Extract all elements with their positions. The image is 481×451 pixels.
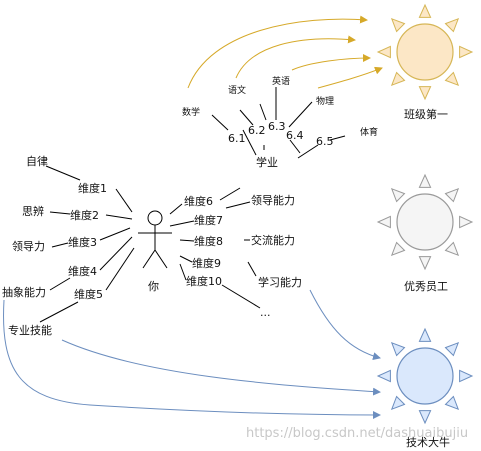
subject-chinese: 语文 — [228, 84, 246, 96]
sun-ray — [376, 45, 391, 59]
blue-arrows — [3, 289, 381, 419]
arrow-chinese-to-first — [235, 35, 356, 79]
outcome-top-of-class: 班级第一 — [404, 107, 448, 121]
left-traits: 自律 维度1 思辨 维度2 领导力 维度3 抽象能力 维度4 专业技能 维度5 — [2, 155, 107, 337]
trait-label-leadership: 领导力 — [12, 240, 45, 253]
trait-label-academics: 学业 — [256, 155, 278, 169]
sun-ray — [444, 17, 460, 33]
sun-ray — [418, 410, 432, 425]
sun-ray — [418, 173, 432, 188]
sun-ray — [390, 395, 406, 411]
trait-label-professional: 专业技能 — [8, 323, 52, 337]
subject-dim-6-3: 6.3 — [268, 120, 286, 133]
sun-ray — [444, 341, 460, 357]
subjects: 数学 6.1 语文 6.2 英语 6.3 物理 6.4 体育 6.5 — [182, 75, 378, 148]
sun-ray — [459, 45, 474, 59]
trait-dim-4: 维度4 — [68, 264, 97, 278]
sun-ray — [418, 256, 432, 271]
sun-disc — [396, 23, 454, 81]
subject-math: 数学 — [182, 106, 200, 118]
sun-ray — [444, 241, 460, 257]
sun-ray — [444, 395, 460, 411]
arrow-abstract-to-expert — [3, 299, 381, 419]
arrow-english-to-first — [291, 54, 371, 71]
sun-ray — [459, 369, 474, 383]
sun-ray — [444, 71, 460, 87]
sun-ray — [390, 187, 406, 203]
sun-icon-tech-expert — [376, 327, 474, 425]
outcome-outstanding-employee: 优秀员工 — [404, 280, 448, 293]
ellipsis: ... — [260, 306, 271, 319]
trait-label-learning: 学习能力 — [258, 275, 302, 289]
trait-dim-5: 维度5 — [74, 287, 103, 301]
sun-disc — [396, 347, 454, 405]
subject-pe: 体育 — [360, 126, 378, 138]
arrow-learning-to-expert — [309, 289, 381, 361]
sun-ray — [459, 215, 474, 229]
subject-dim-6-1: 6.1 — [228, 132, 246, 145]
trait-dim-7: 维度7 — [194, 213, 223, 227]
sun-ray — [418, 327, 432, 342]
sun-ray — [390, 241, 406, 257]
trait-dim-10: 维度10 — [186, 274, 222, 288]
sun-disc — [396, 193, 454, 251]
trait-label-abstraction: 抽象能力 — [2, 285, 46, 299]
trait-dim-6: 维度6 — [184, 194, 213, 208]
watermark: https://blog.csdn.net/dashuaibujiu — [246, 426, 468, 441]
arrow-math-to-first — [187, 15, 368, 89]
trait-dim-9: 维度9 — [192, 256, 221, 270]
outcome-tech-expert: 技术大牛 — [406, 435, 450, 449]
person-icon — [138, 210, 172, 269]
arrow-physics-to-first — [317, 66, 383, 89]
trait-label-self-discipline: 自律 — [26, 155, 48, 168]
right-traits: 学业 维度6 领导能力 维度7 交流能力 维度8 维度9 学习能力 维度10 .… — [184, 155, 302, 319]
trait-dim-8: 维度8 — [194, 234, 223, 248]
subject-english: 英语 — [272, 75, 290, 87]
sun-ray — [376, 369, 391, 383]
sun-icon-outstanding-employee — [376, 173, 474, 271]
sun-icon-top-of-class — [376, 3, 474, 101]
trait-label-leading: 领导能力 — [251, 193, 295, 207]
sun-ray — [418, 3, 432, 18]
trait-label-communication: 交流能力 — [251, 233, 295, 247]
sun-ray — [390, 17, 406, 33]
connector-lines — [39, 87, 346, 323]
trait-dim-3: 维度3 — [68, 235, 97, 249]
subject-dim-6-4: 6.4 — [286, 129, 304, 142]
arrow-professional-to-expert — [61, 339, 381, 396]
trait-dim-2: 维度2 — [70, 208, 99, 222]
sun-ray — [376, 215, 391, 229]
subject-dim-6-2: 6.2 — [248, 124, 266, 137]
subject-physics: 物理 — [316, 95, 334, 107]
sun-ray — [390, 341, 406, 357]
trait-dim-1: 维度1 — [78, 181, 107, 195]
sun-ray — [444, 187, 460, 203]
subject-dim-6-5: 6.5 — [316, 135, 334, 148]
sun-ray — [390, 71, 406, 87]
sun-ray — [418, 86, 432, 101]
gold-arrows — [187, 15, 383, 89]
center-label: 你 — [148, 280, 159, 293]
trait-label-critical-thinking: 思辨 — [22, 204, 44, 218]
